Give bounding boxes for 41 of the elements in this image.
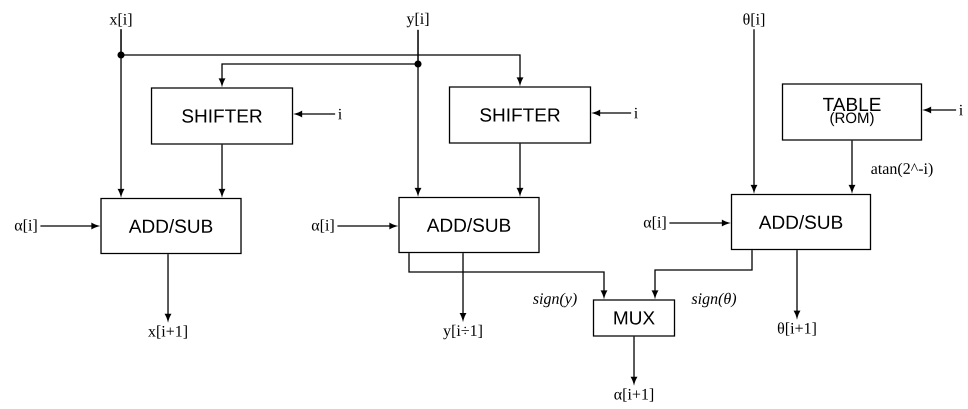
arrow (120, 29, 523, 84)
process-box: SHIFTER (150, 87, 294, 145)
process-box: ADD/SUB (730, 194, 872, 250)
arrow (593, 110, 632, 116)
signal-label: α[i] (644, 216, 666, 230)
process-box: ADD/SUB (100, 198, 242, 254)
signal-label: y[i÷1] (443, 324, 482, 340)
process-box: TABLE (ROM) (782, 83, 922, 141)
signal-label: i (338, 108, 342, 120)
signal-label: i (634, 108, 638, 118)
arrow (219, 144, 226, 196)
arrow (849, 140, 855, 192)
arrow (517, 144, 523, 195)
signal-label: α[i+1] (614, 388, 654, 402)
arrow (295, 111, 336, 117)
arrow (408, 253, 607, 298)
arrow (460, 253, 466, 320)
arrow (669, 220, 729, 226)
arrow (165, 254, 172, 321)
arrow (40, 223, 98, 229)
arrow (794, 250, 800, 318)
arrow (652, 250, 753, 298)
arrow (924, 107, 956, 113)
arrow (219, 30, 419, 86)
edge-label: atan(2^-i) (870, 162, 934, 178)
process-box: MUX (592, 299, 676, 337)
signal-label: y[i] (406, 12, 428, 28)
signal-label: α[i] (312, 219, 334, 233)
arrow (751, 29, 757, 192)
edge-label: sign(θ) (690, 292, 738, 308)
process-box: SHIFTER (448, 86, 592, 144)
process-box: ADD/SUB (398, 196, 540, 254)
edge-label: sign(y) (532, 292, 578, 308)
arrow (337, 223, 396, 229)
signal-label: θ[i+1] (778, 322, 816, 336)
signal-label: x[i+1] (148, 325, 187, 339)
signal-label: α[i] (14, 219, 37, 233)
signal-label: θ[i] (743, 13, 764, 27)
arrow (631, 336, 637, 384)
signal-label: x[i] (110, 13, 132, 27)
signal-label: i (959, 104, 963, 116)
